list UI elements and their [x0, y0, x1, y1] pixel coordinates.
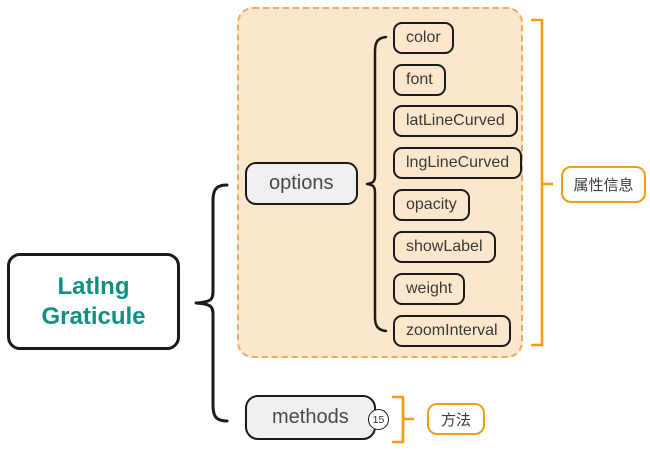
leaf-label: lngLineCurved: [406, 154, 510, 171]
methods-group-bracket: [392, 395, 414, 444]
leaf-label: weight: [406, 280, 453, 297]
options-group-bracket: [531, 18, 553, 347]
leaf-node-color[interactable]: color: [393, 22, 454, 54]
root-label-line2: Graticule: [41, 302, 146, 330]
callout-options-label: 属性信息: [573, 177, 634, 194]
leaf-label: latLineCurved: [406, 112, 505, 129]
leaf-label: opacity: [406, 196, 457, 213]
leaf-label: showLabel: [406, 238, 483, 255]
leaf-node-font[interactable]: font: [393, 64, 446, 96]
badge-count: 15: [372, 413, 385, 426]
options-label: options: [269, 172, 334, 194]
branch-node-options[interactable]: options: [245, 162, 358, 205]
leaf-node-latlinecurved[interactable]: latLineCurved: [393, 105, 518, 137]
leaf-label: font: [406, 71, 433, 88]
root-node-latlng-graticule[interactable]: Latlng Graticule: [7, 253, 180, 350]
root-label-line1: Latlng: [57, 272, 130, 300]
root-brace-connector: [194, 183, 229, 423]
leaf-label: zoomInterval: [406, 322, 498, 339]
callout-options-group[interactable]: 属性信息: [561, 166, 646, 203]
leaf-label: color: [406, 29, 441, 46]
leaf-node-showlabel[interactable]: showLabel: [393, 231, 496, 263]
callout-methods-group[interactable]: 方法: [427, 403, 485, 435]
leaf-node-weight[interactable]: weight: [393, 273, 466, 305]
callout-methods-label: 方法: [440, 411, 471, 429]
methods-collapsed-count-badge[interactable]: 15: [368, 409, 389, 430]
leaf-node-zoominterval[interactable]: zoomInterval: [393, 315, 511, 347]
leaf-node-opacity[interactable]: opacity: [393, 189, 470, 221]
methods-label: methods: [272, 406, 349, 428]
leaf-node-lnglinecurved[interactable]: lngLineCurved: [393, 147, 523, 179]
branch-node-methods[interactable]: methods: [245, 395, 376, 440]
